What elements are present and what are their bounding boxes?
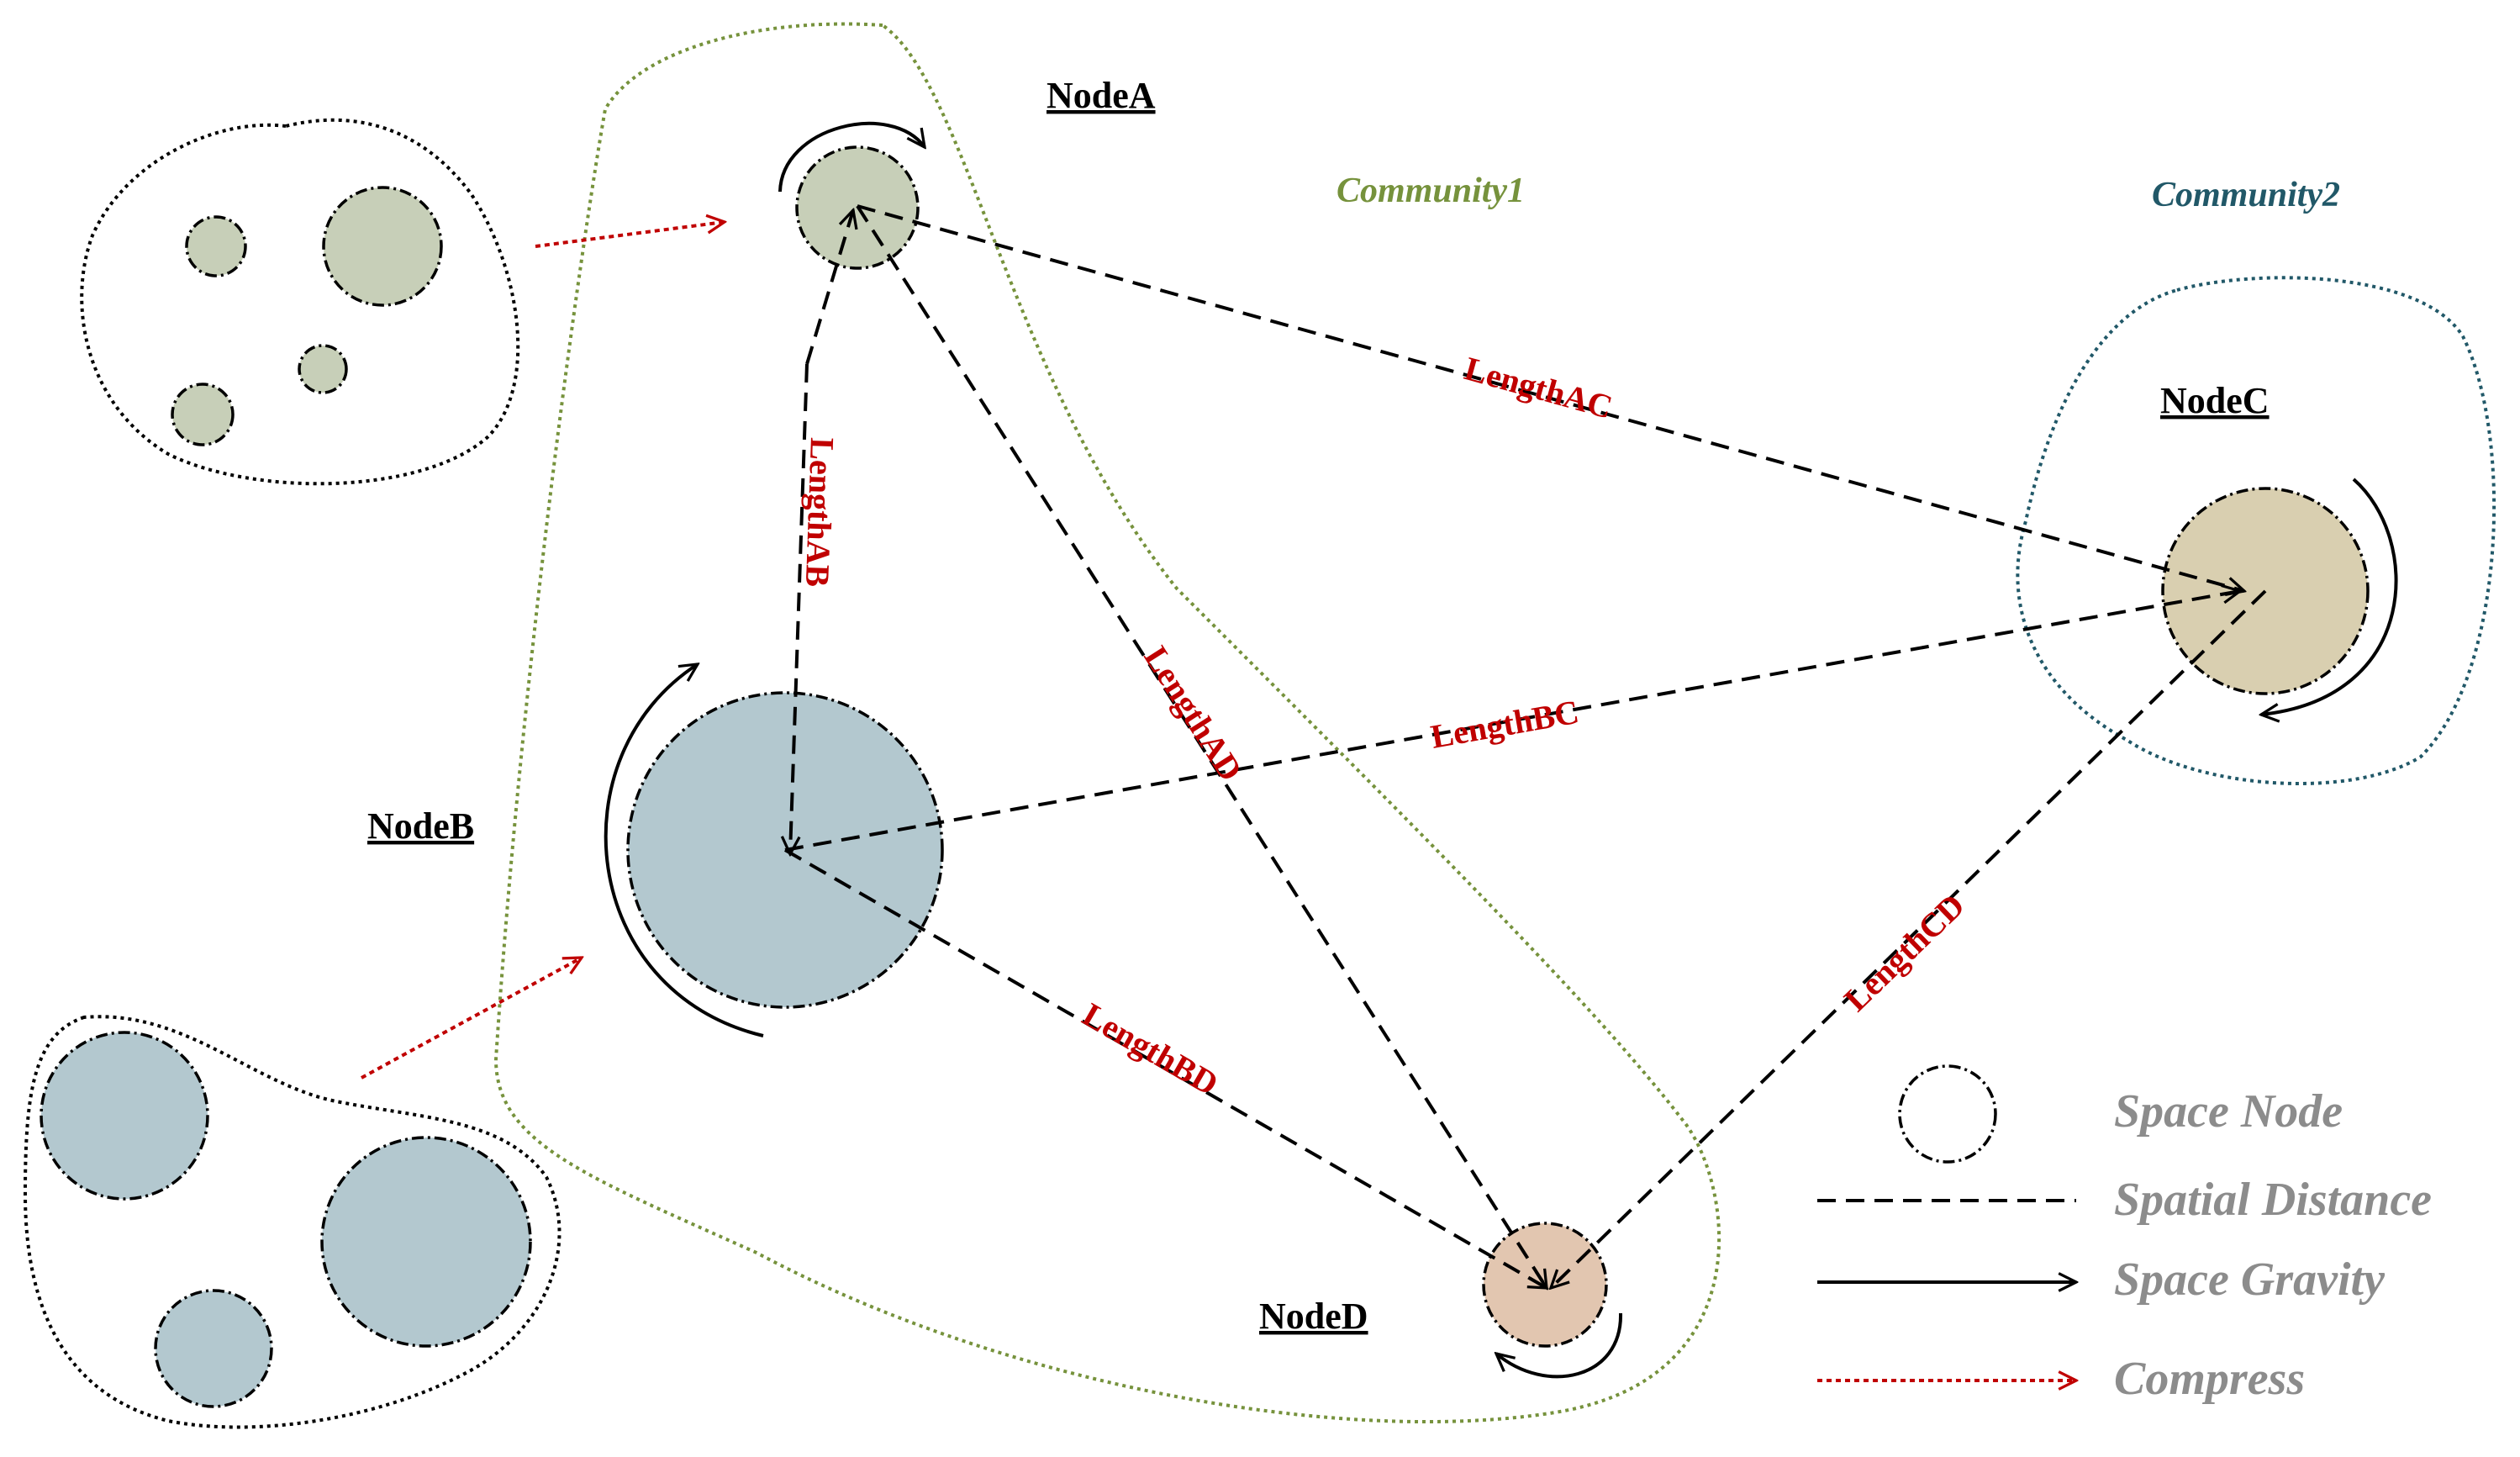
edge-cd (1551, 589, 2267, 1288)
gravity-arc-c (2261, 478, 2398, 715)
edge-ad-label: LengthAD (1136, 640, 1250, 788)
edge-ac-label: LengthAC (1461, 349, 1617, 425)
node-d (1482, 1222, 1608, 1348)
sub-node (154, 1289, 273, 1408)
edge-bd (784, 848, 1547, 1288)
legend-spatial-distance-label: Spatial Distance (2114, 1174, 2432, 1226)
community1-boundary (493, 22, 1721, 1424)
sub-node (171, 383, 235, 446)
node-c-label: NodeC (2160, 380, 2270, 421)
compress-arrow-a (535, 222, 725, 248)
sub-node (185, 215, 247, 277)
gravity-arc-b (604, 664, 764, 1037)
edge-ab (790, 363, 809, 854)
node-d-label: NodeD (1259, 1296, 1368, 1337)
edge-ab-label: LengthAB (799, 437, 841, 588)
edge-bd-label: LengthBD (1077, 995, 1225, 1103)
legend-space-node-icon (1898, 1064, 1997, 1164)
edge-bc (784, 591, 2240, 852)
edge-cd-label: LengthCD (1837, 886, 1972, 1018)
gravity-arc-a (778, 121, 925, 193)
legend: Space Node Spatial Distance Space Gravit… (1817, 1064, 2432, 1405)
sub-node (320, 1136, 532, 1348)
legend-space-gravity-label: Space Gravity (2114, 1254, 2386, 1306)
community2-label: Community2 (2152, 176, 2340, 214)
legend-compress-label: Compress (2114, 1353, 2305, 1405)
sub-node (322, 186, 443, 307)
source-cluster-b (23, 1015, 561, 1429)
edge-ad (856, 204, 1547, 1288)
node-b-label: NodeB (367, 805, 474, 847)
node-a-label: NodeA (1046, 75, 1156, 116)
edge-bc-label: LengthBC (1428, 693, 1582, 756)
sub-node (298, 344, 348, 394)
legend-space-node-label: Space Node (2114, 1085, 2343, 1138)
edge-ac (857, 204, 2244, 591)
sub-node (40, 1031, 209, 1201)
gravity-arc-d (1496, 1312, 1623, 1379)
community1-label: Community1 (1336, 172, 1525, 210)
source-cluster-a (80, 118, 520, 486)
compress-arrow-b (361, 956, 582, 1080)
